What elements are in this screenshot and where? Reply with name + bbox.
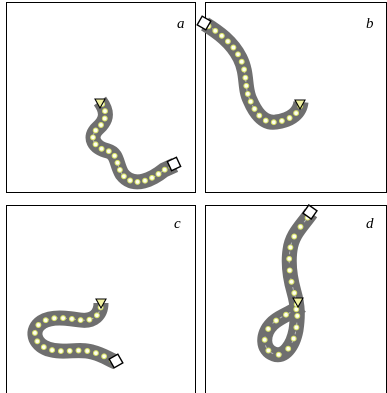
bead [84, 348, 91, 354]
bead [288, 278, 295, 285]
bead [293, 306, 300, 313]
bead [294, 312, 301, 319]
bead [49, 347, 56, 354]
bead [242, 74, 249, 81]
bead [218, 32, 225, 39]
bead [291, 290, 298, 296]
bead [224, 38, 231, 45]
panel-d-head-marker-icon [292, 297, 304, 309]
bead [275, 351, 282, 358]
bead [290, 335, 297, 342]
bead [40, 344, 47, 351]
panel-c-label: c [174, 216, 181, 232]
bead [286, 255, 293, 262]
bead [142, 177, 148, 184]
bead [270, 119, 277, 126]
bead [93, 312, 100, 319]
bead [261, 336, 268, 343]
bead [92, 141, 99, 148]
bead [265, 325, 272, 332]
bead [286, 267, 293, 274]
bead [265, 347, 272, 354]
bead [155, 171, 162, 177]
bead [238, 58, 245, 65]
panel-a-head-marker-icon [94, 98, 106, 110]
panel-b-beads [205, 23, 304, 126]
bead [102, 108, 108, 115]
panel-b-tail-marker-icon [196, 15, 212, 31]
bead [256, 112, 263, 119]
panel-a-tail-marker-icon [166, 156, 182, 172]
bead [68, 315, 75, 322]
bead [101, 353, 108, 360]
bead [111, 152, 118, 159]
bead [134, 178, 141, 185]
bead [235, 51, 241, 58]
bead [116, 166, 123, 173]
bead [291, 233, 298, 240]
bead [149, 174, 155, 181]
bead [114, 159, 121, 166]
bead [285, 345, 292, 352]
bead [283, 311, 289, 318]
bead [86, 316, 93, 323]
bead [35, 322, 42, 328]
bead [66, 347, 73, 354]
bead [212, 27, 219, 34]
bead [273, 317, 280, 324]
panel-c-beads [31, 304, 115, 364]
bead [278, 117, 285, 124]
panel-b-label: b [366, 16, 374, 32]
panel-a: a [6, 2, 196, 193]
bead [42, 317, 49, 324]
bead [90, 134, 96, 141]
panel-d-label: d [366, 216, 374, 232]
panel-d: d [205, 204, 387, 393]
bead [34, 338, 41, 345]
bead [127, 177, 134, 184]
bead [75, 347, 82, 354]
panel-a-frame [6, 2, 196, 193]
bead [161, 166, 168, 173]
panel-b: b [196, 2, 387, 193]
bead [31, 329, 38, 336]
bead [244, 90, 251, 97]
bead [293, 110, 300, 117]
panel-b-head-marker-icon [294, 99, 306, 111]
bead [286, 115, 293, 121]
panel-c-tail-marker-icon [108, 353, 124, 369]
bead [77, 317, 84, 324]
bead [57, 348, 64, 355]
panel-a-beads [90, 101, 175, 185]
bead [243, 82, 250, 89]
bead [247, 98, 254, 105]
bead [262, 117, 269, 124]
panel-a-label: a [177, 16, 185, 32]
bead [120, 173, 127, 180]
panel-c: c [6, 205, 196, 393]
bead [98, 122, 104, 128]
bead [251, 105, 258, 112]
panel-b-frame [205, 2, 387, 193]
bead [293, 324, 300, 331]
bead [60, 315, 67, 322]
bead [101, 115, 108, 122]
bead [287, 244, 294, 251]
bead [297, 223, 304, 230]
bead [230, 44, 237, 51]
panel-c-head-marker-icon [95, 298, 107, 310]
bead [105, 148, 112, 155]
bead [92, 350, 99, 357]
bead [51, 315, 58, 322]
bead [241, 66, 248, 73]
bead [92, 127, 99, 134]
panel-d-tail-marker-icon [302, 204, 318, 220]
bead [98, 145, 105, 152]
